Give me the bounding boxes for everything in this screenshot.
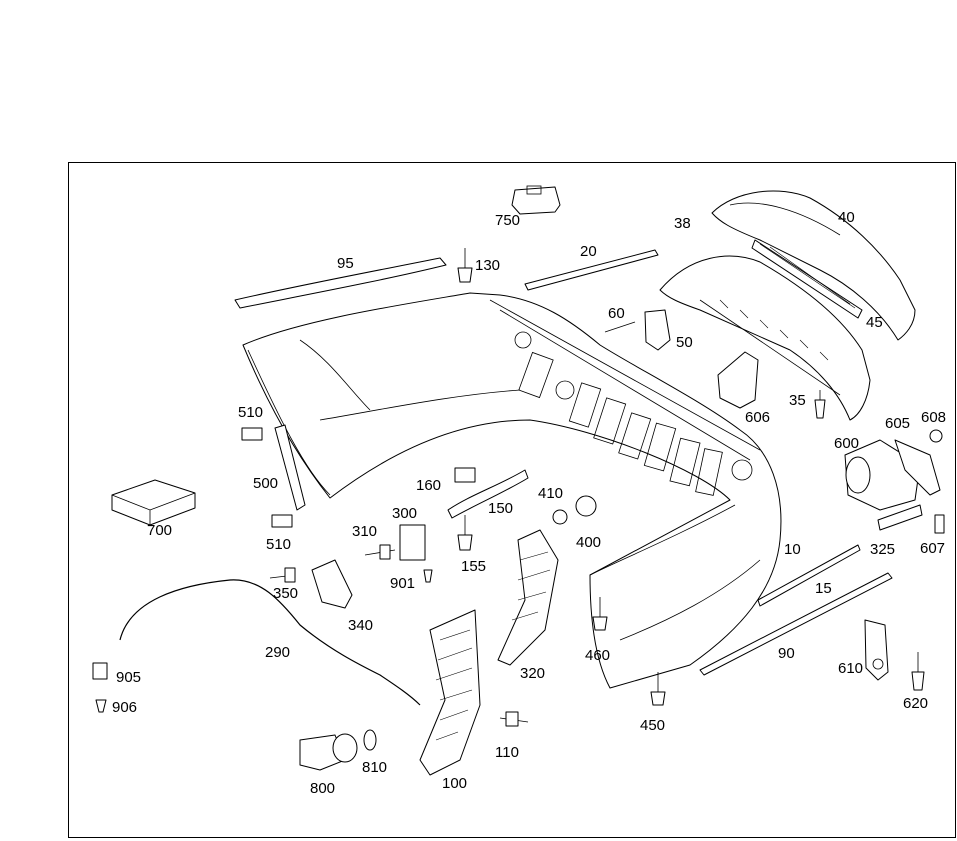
label-410: 410	[538, 485, 563, 502]
part-95-trim	[234, 257, 447, 309]
label-460: 460	[585, 647, 610, 664]
part-130-bolt	[457, 248, 473, 283]
part-320-bracket	[497, 529, 559, 666]
label-610: 610	[838, 660, 863, 677]
part-300-module	[399, 524, 426, 561]
label-901: 901	[390, 575, 415, 592]
part-410-nut	[552, 509, 568, 525]
label-608: 608	[921, 409, 946, 426]
part-800-sensor	[299, 733, 358, 771]
label-45: 45	[866, 314, 883, 331]
part-20-trim	[524, 249, 659, 291]
label-60: 60	[608, 305, 625, 322]
label-20: 20	[580, 243, 597, 260]
part-150-bracket	[447, 467, 529, 519]
part-606-bracket	[717, 351, 759, 409]
part-40-diffuser	[711, 190, 916, 341]
label-38: 38	[674, 215, 691, 232]
part-906-clip	[95, 699, 107, 713]
label-160: 160	[416, 477, 441, 494]
label-607: 607	[920, 540, 945, 557]
label-310: 310	[352, 523, 377, 540]
label-35: 35	[789, 392, 806, 409]
label-350: 350	[273, 585, 298, 602]
label-10: 10	[784, 541, 801, 558]
part-90-strip	[699, 572, 893, 676]
label-606: 606	[745, 409, 770, 426]
part-10-strip	[757, 544, 861, 607]
label-605: 605	[885, 415, 910, 432]
part-45-strip	[751, 239, 863, 319]
part-38-diffuser-lower	[659, 255, 871, 421]
label-325: 325	[870, 541, 895, 558]
part-290-wiring	[119, 579, 421, 706]
label-320: 320	[520, 665, 545, 682]
part-460-bolt	[592, 597, 608, 631]
label-150: 150	[488, 500, 513, 517]
label-340: 340	[348, 617, 373, 634]
label-400: 400	[576, 534, 601, 551]
label-800: 800	[310, 780, 335, 797]
part-35-clip	[814, 390, 826, 419]
part-700-control-unit	[111, 479, 196, 526]
label-620: 620	[903, 695, 928, 712]
label-15: 15	[815, 580, 832, 597]
label-130: 130	[475, 257, 500, 274]
label-700: 700	[147, 522, 172, 539]
part-310-screw	[364, 544, 396, 560]
label-110: 110	[495, 744, 519, 761]
label-40: 40	[838, 209, 855, 226]
diagram-frame	[68, 162, 956, 838]
part-340-bracket	[311, 559, 353, 609]
label-510-upper: 510	[238, 404, 263, 421]
part-100-bracket	[419, 609, 481, 776]
part-450-bolt	[650, 672, 666, 706]
part-110-clip	[499, 711, 529, 727]
part-155-bolt	[457, 515, 473, 551]
part-610-bracket	[864, 619, 925, 691]
part-400-washer	[575, 495, 597, 517]
label-750: 750	[495, 212, 520, 229]
bumper-cover	[242, 292, 782, 689]
part-500-trim	[274, 424, 306, 511]
label-300: 300	[392, 505, 417, 522]
part-50-bracket	[604, 309, 671, 351]
part-905-connector	[92, 662, 108, 680]
label-600: 600	[834, 435, 859, 452]
label-50: 50	[676, 334, 693, 351]
part-350-screw	[269, 567, 296, 583]
label-810: 810	[362, 759, 387, 776]
label-450: 450	[640, 717, 665, 734]
part-510-clip-upper	[241, 427, 263, 441]
part-750-module	[511, 185, 561, 215]
label-290: 290	[265, 644, 290, 661]
part-901-clip	[423, 569, 433, 583]
label-95: 95	[337, 255, 354, 272]
label-500: 500	[253, 475, 278, 492]
label-510-lower: 510	[266, 536, 291, 553]
label-100: 100	[442, 775, 467, 792]
label-155: 155	[461, 558, 486, 575]
part-labels: 40 38 750 20 95 130 45 60 50 35 606 605 …	[112, 209, 946, 797]
label-90: 90	[778, 645, 795, 662]
part-510-clip-lower	[271, 514, 293, 528]
label-905: 905	[116, 669, 141, 686]
label-906: 906	[112, 699, 137, 716]
part-810-ring	[363, 729, 377, 751]
part-600-holder	[844, 429, 945, 534]
